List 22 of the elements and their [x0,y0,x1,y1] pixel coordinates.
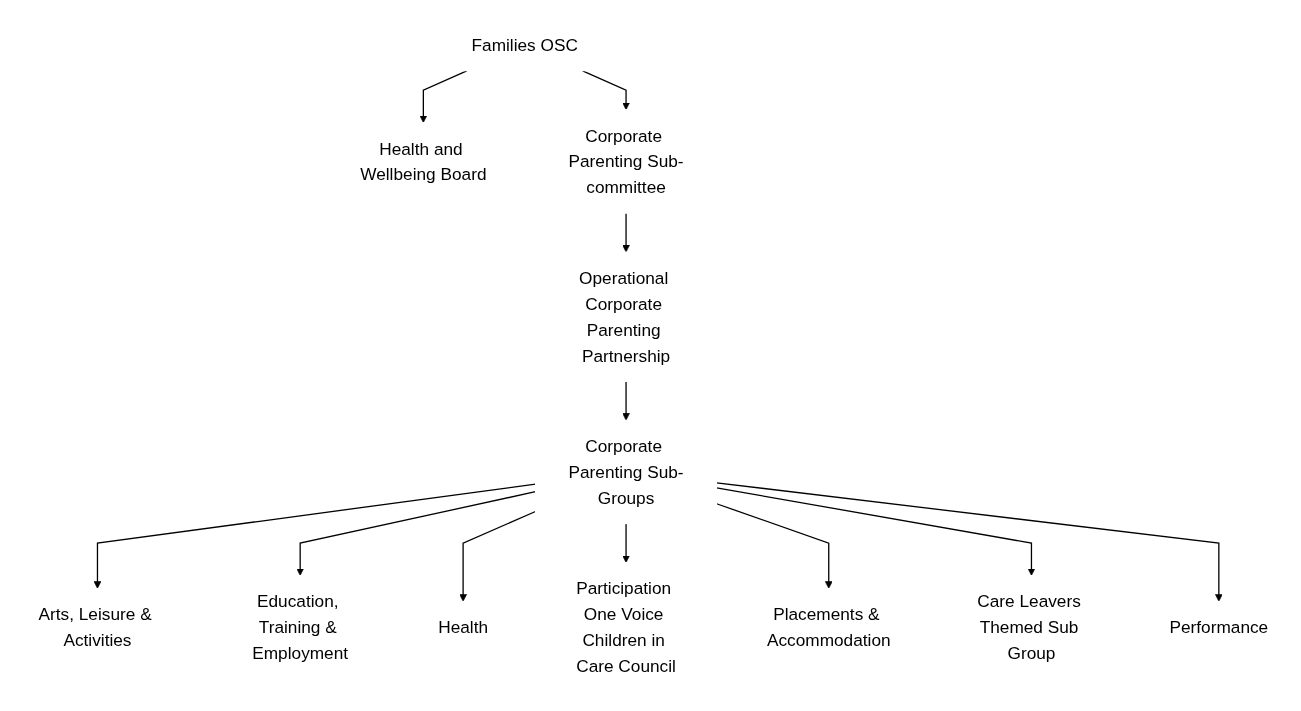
node-text: Performance [1169,617,1269,637]
arrow [93,483,537,589]
node-text: Participation One Voice Children in Care Council [576,578,676,676]
arrow [459,510,537,602]
node-text: Placements & Accommodation [766,604,891,650]
node-text: Families OSC [471,35,578,55]
arrow [622,380,630,421]
arrow [715,482,1223,602]
arrow [715,487,1036,576]
node-text: Health and Wellbeing Board [360,139,487,184]
node-text: Care Leavers Themed Sub Group [977,591,1081,663]
node-text: Operational Corporate Parenting Partnership [579,268,671,365]
node-text: Health [438,617,489,637]
arrow [622,212,630,253]
arrow [715,503,833,589]
node-text: Corporate Parenting Sub-committee [568,126,684,197]
node-text: Education, Training & Employment [252,591,349,663]
arrow [622,523,630,563]
node-text: Arts, Leisure & Activities [38,604,152,650]
arrow [296,491,537,576]
node-text: Corporate Parenting Sub-Groups [568,436,684,508]
arrow [419,70,468,123]
